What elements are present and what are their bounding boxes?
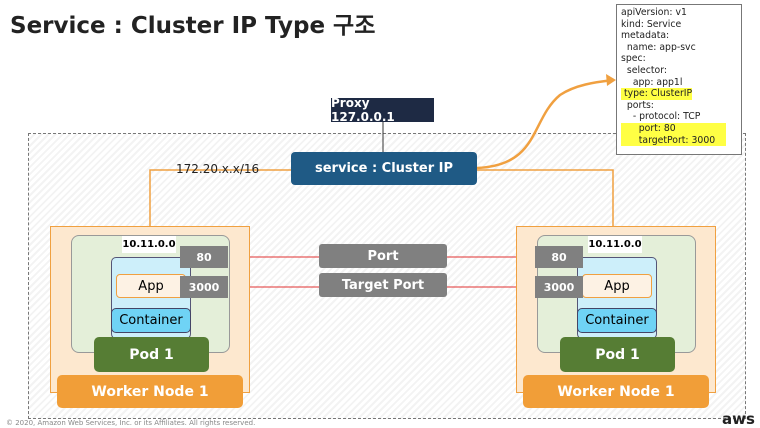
yaml-line: apiVersion: v1: [621, 7, 687, 18]
yaml-line: metadata:: [621, 30, 670, 42]
service-right-line: [477, 169, 614, 226]
worker-node-label: Worker Node 1: [57, 375, 243, 408]
yaml-line: kind: Service: [621, 18, 682, 30]
app-box: App: [582, 274, 652, 298]
yaml-line: selector:: [621, 64, 668, 76]
yaml-port-highlight: port: 80: [621, 122, 726, 135]
pod-label: Pod 1: [94, 337, 209, 372]
yaml-type-highlight: type: ClusterIP: [621, 88, 693, 100]
cidr-label: 172.20.x.x/16: [176, 162, 260, 176]
proxy-box: Proxy 127.0.0.1: [331, 96, 434, 124]
app-box: App: [116, 274, 186, 298]
yaml-line: - protocol: TCP: [621, 111, 701, 123]
yaml-line: ports:: [621, 99, 654, 111]
copyright: © 2020, Amazon Web Services, Inc. or its…: [6, 419, 256, 427]
yaml-line: app: app1l: [621, 76, 683, 88]
worker-node-label: Worker Node 1: [523, 375, 709, 408]
container-label: Container: [111, 308, 191, 333]
service-left-line: [149, 169, 291, 226]
yaml-link-arrowhead: [606, 74, 616, 86]
pod-ip: 10.11.0.0: [588, 236, 642, 253]
pod-ip: 10.11.0.0: [122, 236, 176, 253]
container-label: Container: [577, 308, 657, 333]
port-label: Port: [319, 244, 447, 268]
target-port-box: 3000: [180, 276, 228, 298]
yaml-link-curve: [476, 78, 615, 170]
target-port-box: 3000: [535, 276, 583, 298]
yaml-line: spec:: [621, 53, 646, 65]
port-box: 80: [535, 246, 583, 268]
target-port-label: Target Port: [319, 273, 447, 297]
page-title: Service : Cluster IP Type 구조: [10, 13, 376, 39]
yaml-target-port-highlight: targetPort: 3000: [621, 134, 726, 147]
yaml-line: name: app-svc: [621, 41, 696, 53]
aws-logo: aws: [722, 410, 755, 428]
port-box: 80: [180, 246, 228, 268]
pod-label: Pod 1: [560, 337, 675, 372]
service-cluster-ip: service : Cluster IP: [291, 152, 477, 185]
